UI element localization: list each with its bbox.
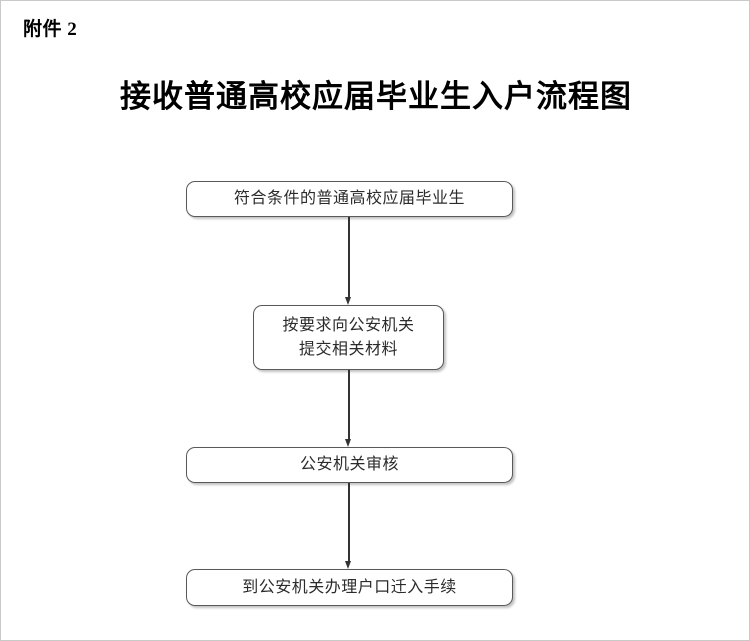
- flow-arrow-1: [345, 217, 352, 305]
- attachment-label: 附件 2: [23, 19, 78, 40]
- arrow-shaft-icon: [347, 483, 350, 561]
- arrow-head-down-icon: [345, 297, 351, 305]
- flow-node-label: 到公安机关办理户口迁入手续: [242, 578, 457, 596]
- flow-arrow-3: [345, 483, 352, 569]
- flow-node-submit-materials: 按要求向公安机关 提交相关材料: [253, 305, 444, 370]
- flow-arrow-2: [345, 370, 352, 447]
- arrow-head-down-icon: [345, 439, 351, 447]
- flow-node-label-line-1: 按要求向公安机关: [282, 317, 415, 335]
- page-title: 接收普通高校应届毕业生入户流程图: [120, 79, 632, 114]
- arrow-head-down-icon: [345, 561, 351, 569]
- flow-node-police-review: 公安机关审核: [186, 447, 513, 483]
- flow-node-label: 公安机关审核: [299, 456, 399, 474]
- flow-node-label-line-2: 提交相关材料: [298, 340, 398, 358]
- flow-node-household-transfer: 到公安机关办理户口迁入手续: [186, 569, 513, 606]
- arrow-shaft-icon: [347, 217, 350, 297]
- arrow-shaft-icon: [347, 370, 350, 439]
- flow-node-eligible-graduate: 符合条件的普通高校应届毕业生: [186, 181, 513, 217]
- flow-node-label: 符合条件的普通高校应届毕业生: [233, 190, 465, 208]
